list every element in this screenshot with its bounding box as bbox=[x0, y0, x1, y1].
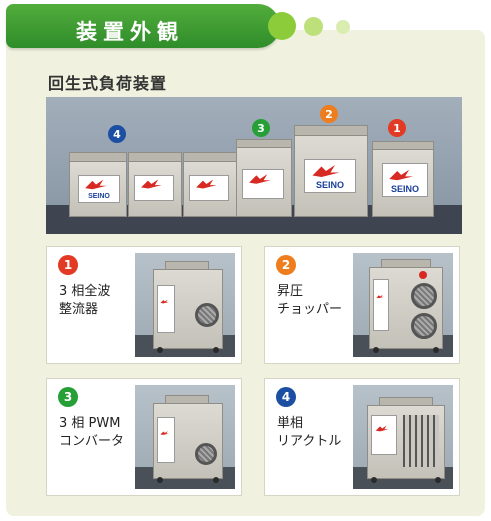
wheel-icon bbox=[373, 347, 379, 353]
unit-3-label bbox=[242, 169, 284, 199]
fan-grille-icon bbox=[411, 283, 437, 309]
unit-2-label: SEINO bbox=[304, 159, 356, 193]
card-photo bbox=[135, 253, 235, 357]
card-badge: 3 bbox=[58, 387, 78, 407]
card-badge: 4 bbox=[276, 387, 296, 407]
unit-4c-top bbox=[183, 152, 237, 162]
bird-logo-icon bbox=[248, 174, 271, 185]
unit-4b-label bbox=[134, 175, 174, 201]
unit-3-top bbox=[236, 139, 292, 148]
wheel-icon bbox=[213, 347, 219, 353]
badge-4: 4 bbox=[108, 125, 126, 143]
bird-logo-icon bbox=[160, 430, 170, 435]
card-rectifier: 1 3 相全波 整流器 bbox=[46, 246, 242, 364]
cabinet-handle bbox=[165, 261, 209, 270]
main-product-photo: SEINO SEINO SEINO 4 3 2 1 bbox=[46, 97, 462, 234]
wheel-icon bbox=[157, 347, 163, 353]
card-label: 昇圧 チョッパー bbox=[277, 284, 343, 317]
decor-dot-1 bbox=[268, 12, 296, 40]
cabinet-label bbox=[157, 417, 175, 463]
cabinet-label bbox=[157, 285, 175, 333]
card-photo bbox=[135, 385, 235, 489]
card-label: 単相 リアクトル bbox=[277, 416, 342, 449]
wheel-icon bbox=[433, 347, 439, 353]
cabinet-handle bbox=[381, 259, 431, 268]
unit-2-top bbox=[294, 125, 368, 136]
badge-1: 1 bbox=[388, 119, 406, 137]
fan-grille-icon bbox=[411, 313, 437, 339]
badge-2: 2 bbox=[320, 105, 338, 123]
unit-brand: SEINO bbox=[88, 193, 110, 201]
fan-grille-icon bbox=[195, 303, 219, 327]
bird-logo-icon bbox=[140, 179, 162, 189]
unit-1-label: SEINO bbox=[382, 163, 428, 197]
cabinet-label bbox=[371, 415, 397, 455]
wheel-icon bbox=[157, 477, 163, 483]
bird-logo-icon bbox=[160, 299, 170, 304]
card-badge: 2 bbox=[276, 255, 296, 275]
card-label: 3 相全波 整流器 bbox=[59, 284, 111, 317]
card-chopper: 2 昇圧 チョッパー bbox=[264, 246, 460, 364]
card-photo bbox=[353, 385, 453, 489]
fan-grille-icon bbox=[195, 443, 217, 465]
unit-4a-top bbox=[69, 152, 127, 162]
unit-4a-label: SEINO bbox=[78, 175, 120, 203]
bird-logo-icon bbox=[375, 425, 389, 432]
decor-dot-3 bbox=[336, 20, 350, 34]
wheel-icon bbox=[371, 477, 377, 483]
unit-4b-top bbox=[128, 152, 182, 162]
bird-logo-icon bbox=[389, 169, 414, 180]
unit-4c-label bbox=[189, 175, 229, 201]
cabinet-handle bbox=[165, 395, 209, 404]
decor-dot-2 bbox=[304, 17, 323, 36]
vent-grille-icon bbox=[403, 415, 439, 467]
unit-1-top bbox=[372, 141, 434, 150]
bird-logo-icon bbox=[84, 179, 107, 190]
bird-logo-icon bbox=[312, 164, 340, 177]
page-title: 装置外観 bbox=[76, 20, 184, 44]
title-tab: 装置外観 bbox=[6, 4, 280, 48]
wheel-icon bbox=[435, 477, 441, 483]
card-badge: 1 bbox=[58, 255, 78, 275]
card-reactor: 4 単相 リアクトル bbox=[264, 378, 460, 496]
badge-3: 3 bbox=[252, 119, 270, 137]
cabinet-handle bbox=[379, 397, 433, 406]
bird-logo-icon bbox=[195, 179, 217, 189]
wheel-icon bbox=[213, 477, 219, 483]
card-pwm-converter: 3 3 相 PWM コンバータ bbox=[46, 378, 242, 496]
cabinet-label bbox=[373, 279, 389, 331]
card-label: 3 相 PWM コンバータ bbox=[59, 416, 125, 449]
bird-logo-icon bbox=[376, 294, 384, 299]
card-photo bbox=[353, 253, 453, 357]
unit-brand: SEINO bbox=[315, 180, 344, 191]
stop-button-icon bbox=[419, 271, 427, 279]
unit-brand: SEINO bbox=[390, 184, 419, 195]
section-title: 回生式負荷装置 bbox=[48, 74, 168, 93]
